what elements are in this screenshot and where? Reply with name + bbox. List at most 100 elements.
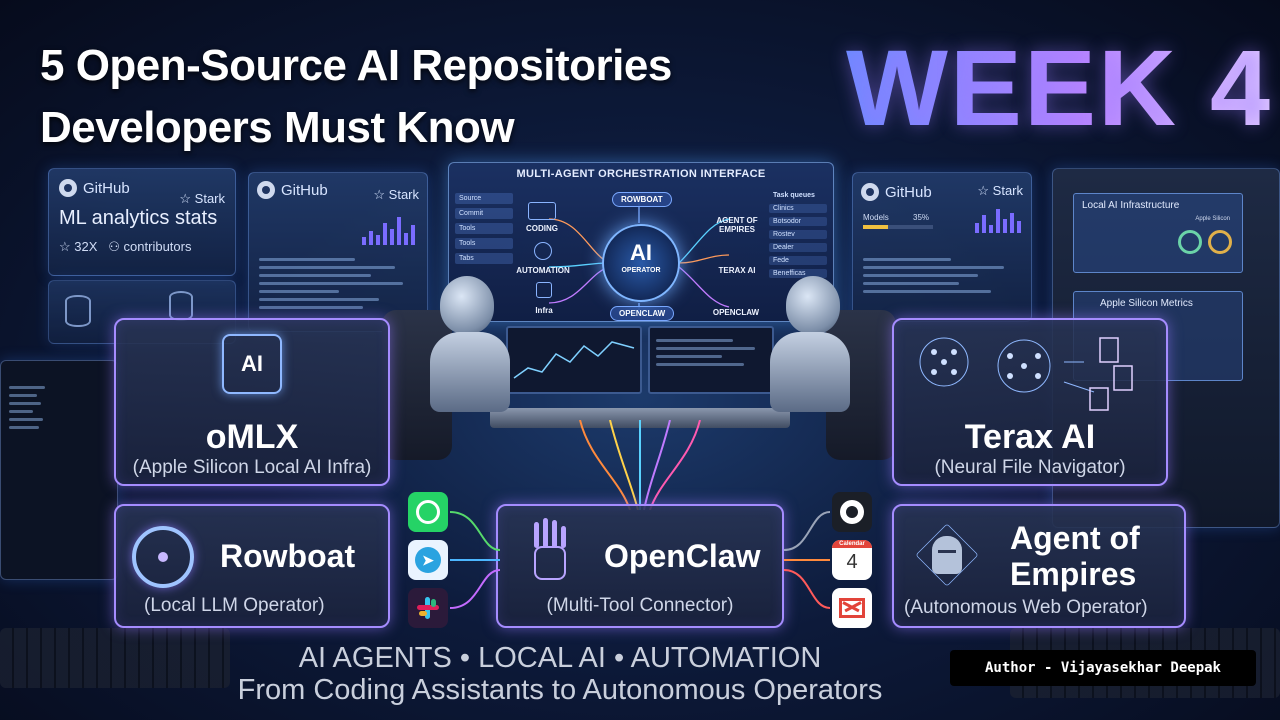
gauge-icon <box>1178 230 1202 254</box>
author-badge: Author - Vijayasekhar Deepak <box>950 650 1256 686</box>
file-icon <box>1113 365 1133 391</box>
infra-sub: Apple Silicon <box>1195 216 1230 222</box>
card-rowboat[interactable]: Rowboat (Local LLM Operator) <box>114 504 390 628</box>
github-label: GitHub <box>885 183 932 201</box>
queue-item[interactable]: Dealer <box>769 243 827 252</box>
monitor-left <box>506 326 642 394</box>
node-openclaw[interactable]: OPENCLAW <box>610 306 675 321</box>
code-block <box>259 253 419 314</box>
stats-heading: ML analytics stats <box>59 207 218 229</box>
card-terax-subtitle: (Neural File Navigator) <box>934 457 1126 478</box>
monitor-right <box>648 326 774 394</box>
node-rowboat[interactable]: ROWBOAT <box>612 192 672 207</box>
ai-core-sub: OPERATOR <box>621 267 661 274</box>
sidebar-item[interactable]: Tools <box>455 238 513 249</box>
infra-heading: Local AI Infrastructure <box>1082 200 1180 211</box>
bg-github-panel-left: GitHub ☆ Stark ML analytics stats ☆ 32X … <box>48 168 236 276</box>
github-icon <box>257 181 275 199</box>
sidebar-item[interactable]: Tabs <box>455 253 513 264</box>
slack-icon <box>408 588 448 628</box>
queue-item[interactable]: Benefficas <box>769 269 827 278</box>
sidebar-item[interactable]: Source <box>455 193 513 204</box>
github-icon <box>59 179 77 197</box>
gear-icon <box>534 242 552 260</box>
desk <box>490 408 790 428</box>
star-icon: ☆ <box>59 239 71 254</box>
activity-bars <box>975 207 1021 233</box>
queue-item[interactable]: Clinics <box>769 204 827 213</box>
label-infra: Infra <box>535 306 553 315</box>
robot-body-left <box>430 332 510 412</box>
robot-body-right <box>770 332 850 412</box>
gauge-icon <box>1208 230 1232 254</box>
star-label: ☆ Stark <box>373 187 419 202</box>
star-label: ☆ Stark <box>977 183 1023 198</box>
whatsapp-icon <box>408 492 448 532</box>
card-agent-of-empires[interactable]: Agent of Empires (Autonomous Web Operato… <box>892 504 1186 628</box>
neural-network-icon <box>919 337 1133 411</box>
database-icon <box>65 295 91 327</box>
line-chart-graphic <box>513 341 635 379</box>
people-icon: ⚇ <box>108 239 120 254</box>
card-openclaw[interactable]: OpenClaw (Multi-Tool Connector) <box>496 504 784 628</box>
metrics-heading: Apple Silicon Metrics <box>1100 298 1193 309</box>
sidebar-item[interactable]: Commit <box>455 208 513 219</box>
gmail-icon <box>832 588 872 628</box>
bg-github-panel-mid-right: GitHub ☆ Stark Models 35% <box>852 172 1032 322</box>
label-automation: AUTOMATION <box>516 266 570 275</box>
card-openclaw-subtitle: (Multi-Tool Connector) <box>546 595 734 616</box>
chip-icon-label: AI <box>241 351 263 376</box>
bg-github-panel-mid-left: GitHub ☆ Stark <box>248 172 428 332</box>
queue-item[interactable]: Fede <box>769 256 827 265</box>
github-app-icon <box>832 492 872 532</box>
page-title-line-2: Developers Must Know <box>40 103 515 152</box>
bg-laptop-left <box>0 360 118 580</box>
star-label: ☆ Stark <box>179 191 225 206</box>
models-pct: 35% <box>913 213 930 222</box>
robot-head-right <box>786 276 840 334</box>
task-queue: Task queues Clinics Botsodor Rostev Deal… <box>769 191 827 282</box>
knight-helmet-icon <box>912 520 982 590</box>
card-rowboat-subtitle: (Local LLM Operator) <box>144 595 325 616</box>
label-openclaw-right: OPENCLAW <box>712 308 760 317</box>
contributors-label: contributors <box>123 239 192 254</box>
stats-count: 32X <box>74 239 98 254</box>
github-icon <box>861 183 879 201</box>
label-coding: CODING <box>526 224 558 233</box>
infra-panel: Local AI Infrastructure Apple Silicon <box>1073 193 1243 273</box>
code-sidebar <box>9 381 49 434</box>
github-label: GitHub <box>83 179 130 197</box>
orchestration-sidebar: Source Commit Tools Tools Tabs <box>455 193 513 268</box>
keyboard-left <box>0 628 230 688</box>
week-badge: WEEK 4 <box>846 27 1273 148</box>
chip-icon: AI <box>222 334 282 394</box>
label-agent-of-empires: AGENT OF EMPIRES <box>716 216 758 234</box>
file-icon <box>1099 337 1119 363</box>
models-progress <box>863 225 933 229</box>
sidebar-item[interactable]: Tools <box>455 223 513 234</box>
server-icon <box>536 282 552 298</box>
card-agent-subtitle: (Autonomous Web Operator) <box>904 597 1148 618</box>
card-omlx[interactable]: AI oMLX (Apple Silicon Local AI Infra) <box>114 318 390 486</box>
steering-wheel-icon <box>132 526 194 588</box>
github-label: GitHub <box>281 181 328 199</box>
card-agent-title-2: Empires <box>1010 556 1137 592</box>
models-label: Models <box>863 213 889 222</box>
code-icon <box>528 202 556 220</box>
connector-wires <box>449 511 831 609</box>
queue-item[interactable]: Botsodor <box>769 217 827 226</box>
card-rowboat-title: Rowboat <box>220 538 356 574</box>
task-queue-title: Task queues <box>773 192 815 199</box>
page-title-line-1: 5 Open-Source AI Repositories <box>40 41 672 90</box>
card-omlx-subtitle: (Apple Silicon Local AI Infra) <box>132 457 372 478</box>
tagline-secondary: From Coding Assistants to Autonomous Ope… <box>237 674 883 706</box>
card-agent-title-1: Agent of <box>1010 520 1140 556</box>
stats-row: ☆ 32X ⚇ contributors <box>59 239 191 255</box>
label-terax: TERAX AI <box>718 266 756 275</box>
queue-item[interactable]: Rostev <box>769 230 827 239</box>
card-terax[interactable]: Terax AI (Neural File Navigator) <box>892 318 1168 486</box>
robot-head-left <box>440 276 494 334</box>
activity-bars <box>362 215 415 245</box>
card-openclaw-title: OpenClaw <box>604 538 761 574</box>
ai-core-label: AI <box>630 240 652 265</box>
